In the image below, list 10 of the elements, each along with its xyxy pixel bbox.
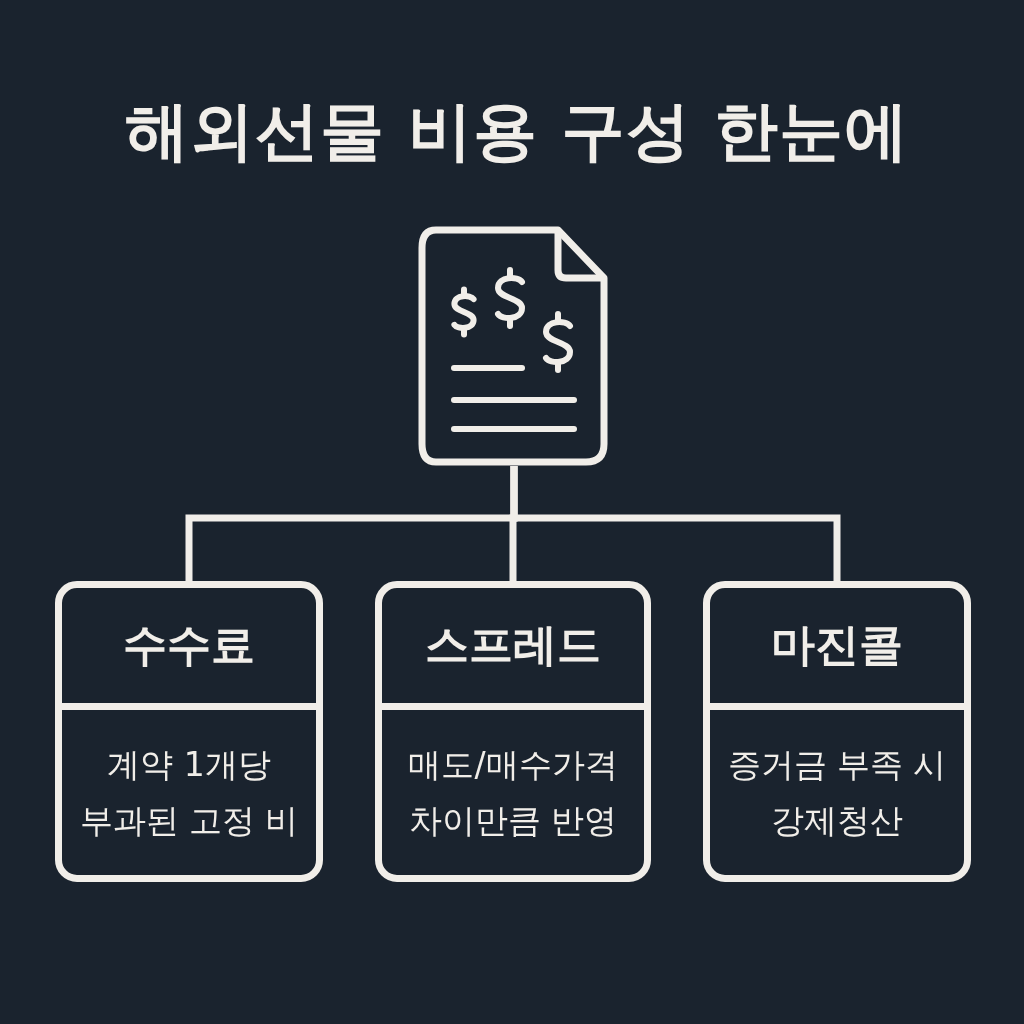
category-box: [375, 581, 651, 882]
category-description: 증거금 부족 시 강제청산: [727, 743, 947, 842]
category-heading: 스프레드: [425, 618, 601, 672]
category-heading: 수수료: [123, 618, 255, 672]
category-box: [703, 581, 971, 882]
category-description: 매도/매수가격 차이만큼 반영: [407, 743, 619, 842]
category-heading: 마진콜: [771, 618, 903, 672]
title: 해외선물 비용 구성 한눈에: [123, 93, 911, 170]
category-description: 계약 1개당 부과된 고정 비: [79, 743, 299, 842]
category-box: [55, 581, 323, 882]
